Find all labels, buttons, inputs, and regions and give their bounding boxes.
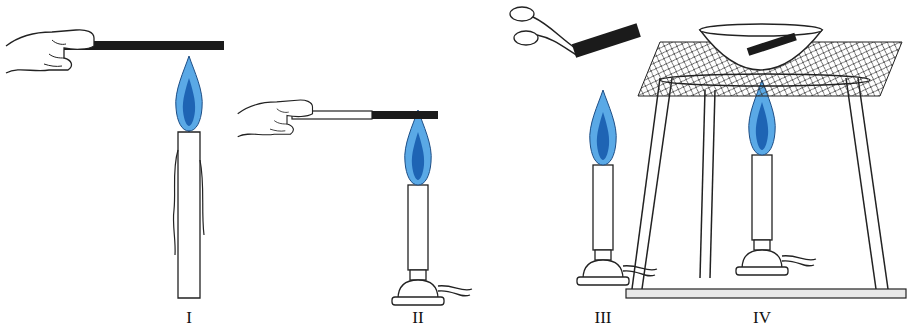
tongs-setup (510, 7, 657, 285)
tripod-setup (626, 24, 906, 298)
candle-setup (6, 30, 224, 298)
figure-label: II (410, 309, 425, 326)
figure-label: I (184, 309, 194, 326)
rod-setup (238, 100, 472, 305)
figure-label: IV (751, 309, 773, 326)
figure-label: III (593, 309, 614, 326)
